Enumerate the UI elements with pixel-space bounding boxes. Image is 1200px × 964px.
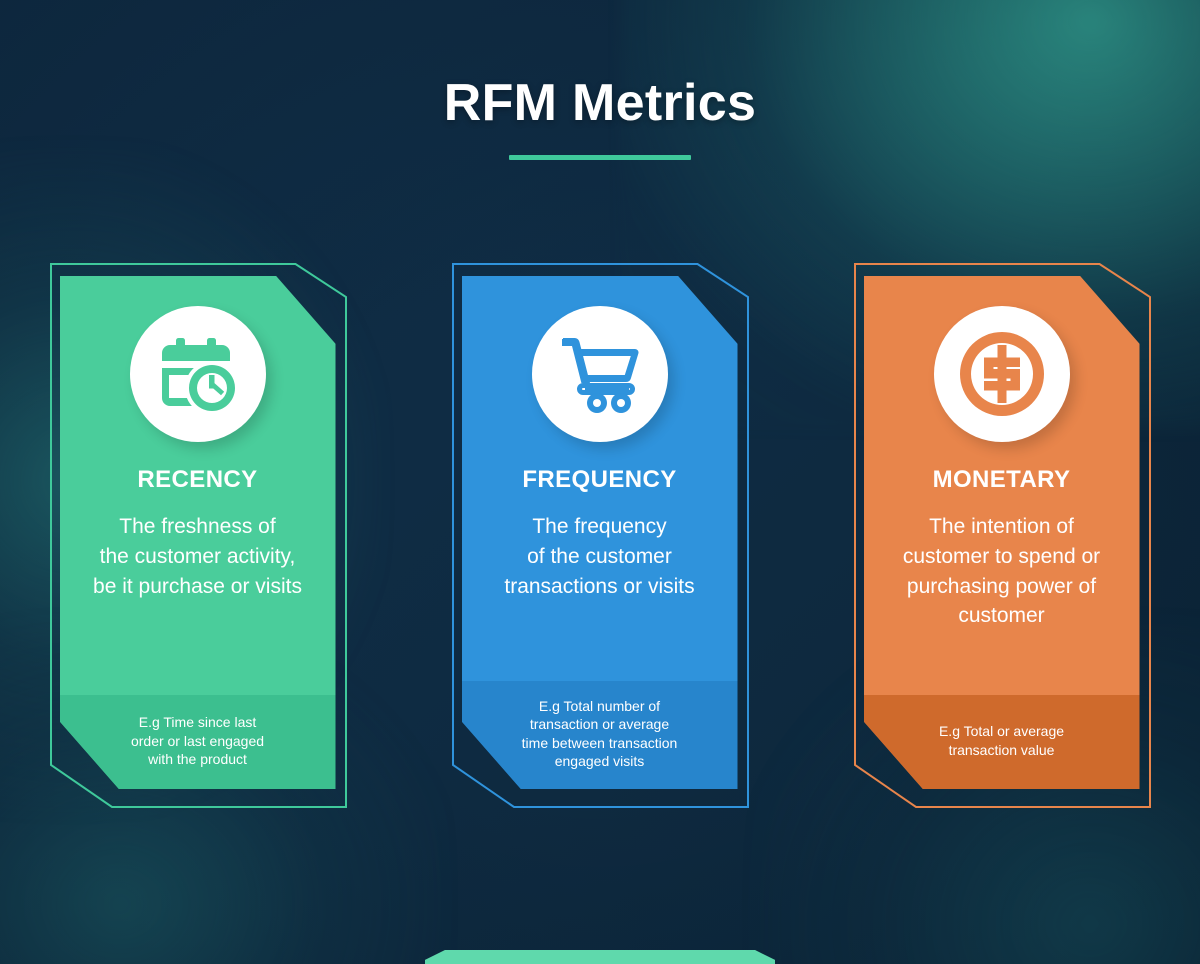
card-description-recency: The freshness of the customer activity, … (93, 515, 302, 598)
card-label-monetary: MONETARY (932, 466, 1071, 493)
card-description-frequency: The frequency of the customer transactio… (504, 515, 695, 598)
card-label-recency: RECENCY (137, 466, 258, 493)
icon-badge-frequency (531, 306, 668, 442)
shopping-cart-icon (559, 335, 641, 413)
dollar-coin-icon (958, 330, 1046, 418)
card-surface-recency: RECENCY The freshness of the customer ac… (59, 276, 336, 789)
calendar-clock-icon (156, 332, 240, 416)
card-example-frequency: E.g Total number of transaction or avera… (461, 680, 738, 789)
metric-card-monetary[interactable]: MONETARY The intention of customer to sp… (853, 263, 1151, 808)
card-body-recency: RECENCY The freshness of the customer ac… (60, 276, 336, 695)
card-outline-frequency (451, 263, 749, 808)
metric-card-list: RECENCY The freshness of the customer ac… (0, 263, 1200, 808)
card-description-monetary: The intention of customer to spend or pu… (902, 515, 1101, 628)
card-surface-frequency: FREQUENCY The frequency of the customer … (461, 276, 738, 789)
card-outline-recency (49, 263, 347, 808)
title-block: RFM Metrics (0, 76, 1200, 160)
card-example-recency: E.g Time since last order or last engage… (59, 695, 336, 789)
card-label-frequency: FREQUENCY (522, 466, 677, 493)
card-outline-monetary (853, 263, 1151, 808)
card-example-monetary: E.g Total or average transaction value (863, 695, 1140, 789)
card-surface-monetary: MONETARY The intention of customer to sp… (863, 276, 1140, 789)
card-body-monetary: MONETARY The intention of customer to sp… (864, 276, 1140, 695)
page-title: RFM Metrics (443, 74, 757, 132)
card-body-frequency: FREQUENCY The frequency of the customer … (462, 276, 738, 681)
icon-badge-monetary (933, 306, 1070, 442)
metric-card-recency[interactable]: RECENCY The freshness of the customer ac… (49, 263, 347, 808)
metric-card-frequency[interactable]: FREQUENCY The frequency of the customer … (451, 263, 749, 808)
title-underline (509, 154, 691, 160)
bottom-tab (425, 950, 775, 964)
icon-badge-recency (129, 306, 266, 442)
